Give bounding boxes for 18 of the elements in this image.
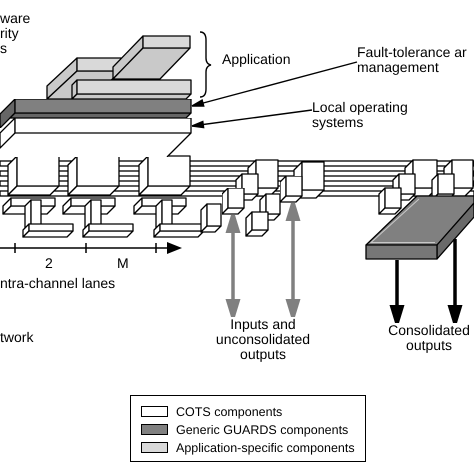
legend-label: Generic GUARDS components	[176, 423, 348, 437]
side-note: twork	[0, 330, 34, 345]
io-caption: Consolidated outputs	[384, 323, 474, 353]
layer-slab	[0, 99, 192, 128]
axis-label: ntra-channel lanes	[0, 276, 116, 291]
tick-label: M	[117, 256, 129, 271]
callout-label: Fault-tolerance ar management	[357, 45, 474, 75]
lane-block	[222, 188, 245, 215]
legend-label: Application-specific components	[176, 441, 355, 455]
side-note: ware rity s	[0, 11, 30, 56]
io-caption: Inputs and unconsolidated outputs	[206, 317, 320, 362]
tick-label: 2	[45, 256, 53, 271]
legend-label: COTS components	[176, 405, 282, 419]
group-label: Application	[222, 52, 290, 67]
callout-label: Local operating systems	[312, 100, 422, 130]
lane-block	[280, 176, 303, 203]
layer-slab	[0, 118, 192, 157]
consolidation-plate	[365, 195, 474, 260]
